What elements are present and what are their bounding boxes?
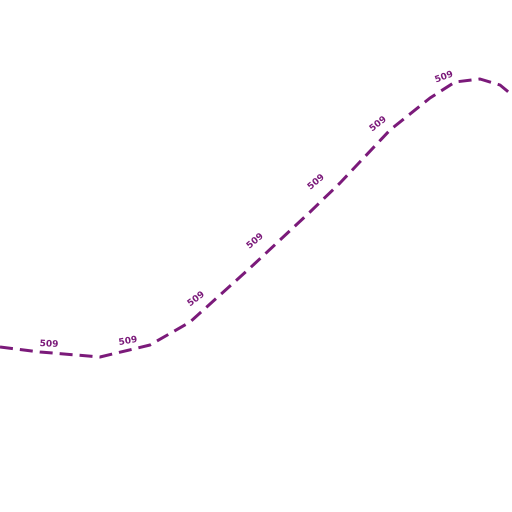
route-labels: 509 509 509 509 509 509 509 <box>39 70 454 350</box>
route-ref-label: 509 <box>118 335 138 348</box>
route-ref-label: 509 <box>245 232 266 252</box>
route-ref-label: 509 <box>39 339 58 350</box>
route-ref-label: 509 <box>306 173 327 193</box>
route-ref-label: 509 <box>186 290 207 309</box>
route-509-line[interactable] <box>0 77 512 359</box>
route-ref-label: 509 <box>368 115 389 134</box>
